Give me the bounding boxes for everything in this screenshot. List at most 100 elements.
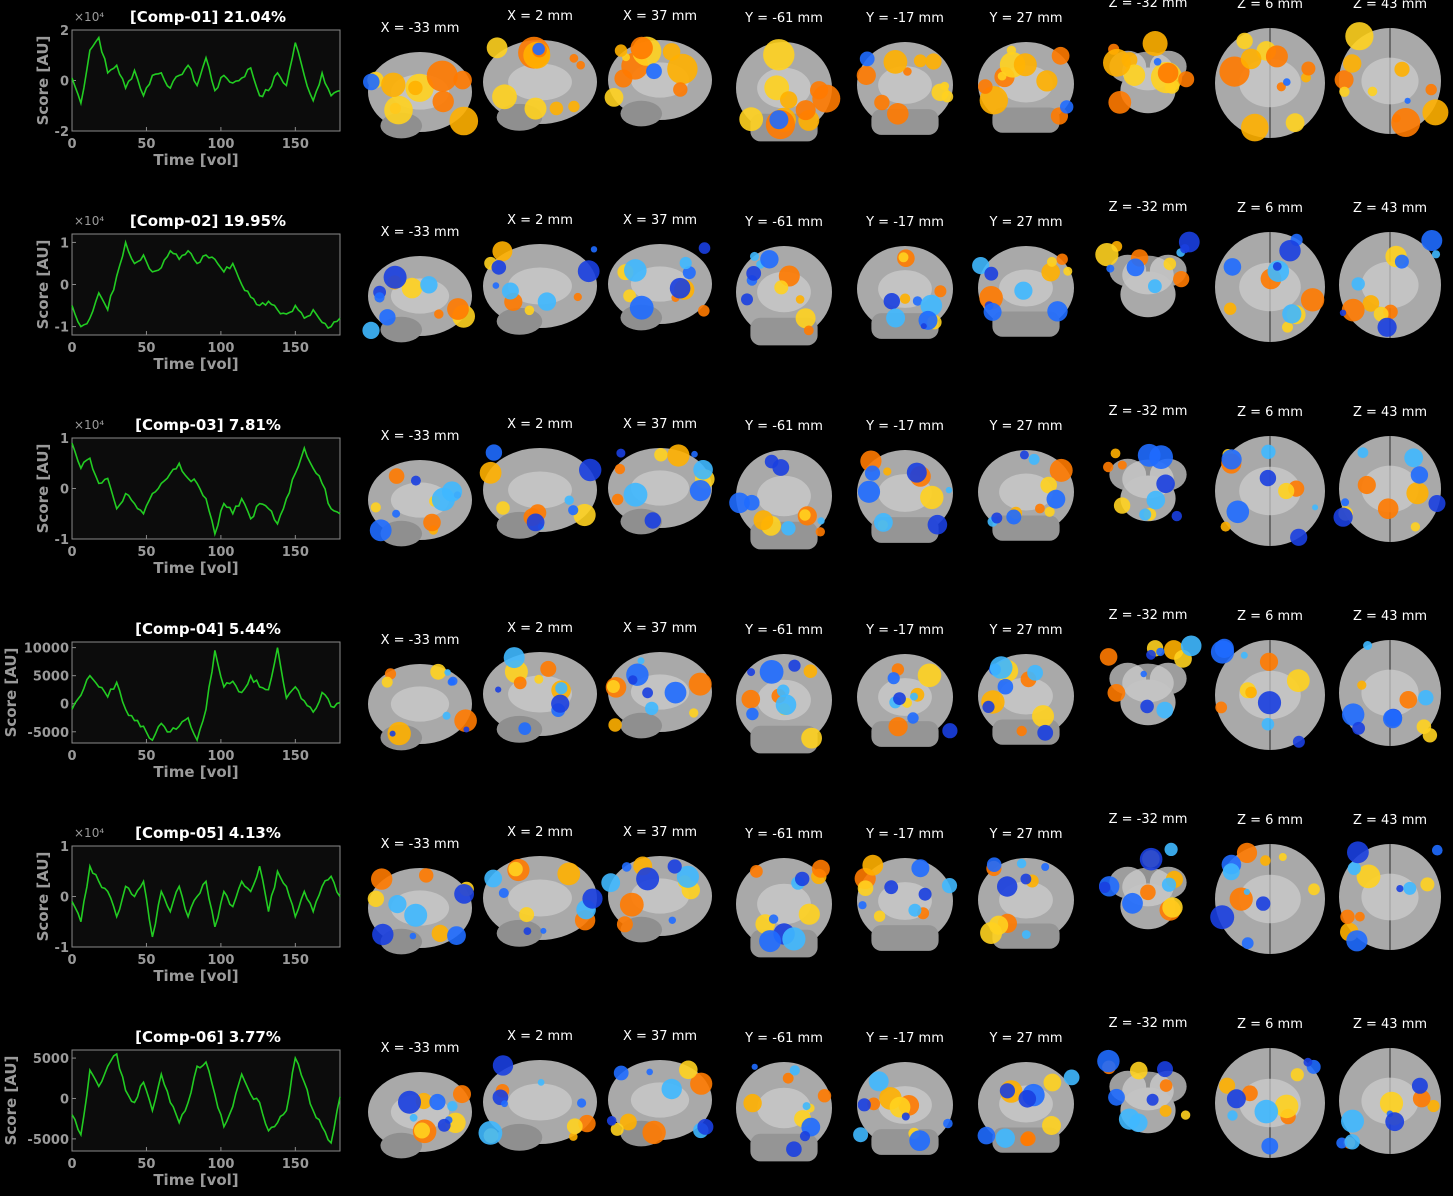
deactivation-blob — [729, 492, 750, 514]
x-tick-label: 100 — [207, 749, 234, 764]
chart-title: [Comp-04] 5.44% — [135, 620, 281, 638]
activation-blob — [540, 660, 557, 677]
deactivation-blob — [374, 292, 385, 303]
activation-blob — [763, 39, 795, 71]
slice-label: Z = 43 mm — [1353, 813, 1427, 828]
deactivation-blob — [389, 730, 396, 737]
activation-blob — [569, 53, 579, 63]
cerebellum — [620, 100, 663, 127]
deactivation-blob — [682, 266, 696, 280]
activation-blob — [1236, 32, 1253, 50]
activation-blob — [1044, 506, 1055, 517]
activation-blob — [1224, 302, 1237, 315]
deactivation-blob — [523, 927, 532, 935]
activation-blob — [447, 298, 469, 320]
deactivation-blob — [883, 293, 900, 310]
deactivation-blob — [601, 873, 621, 893]
deactivation-blob — [1336, 1137, 1348, 1149]
brain-slice — [978, 857, 1074, 949]
deactivation-blob — [1403, 881, 1417, 895]
activation-blob — [453, 1085, 471, 1104]
slice-label: Z = 43 mm — [1353, 1017, 1427, 1032]
deactivation-blob — [989, 656, 1013, 679]
deactivation-blob — [1006, 509, 1022, 525]
deactivation-blob — [995, 1128, 1015, 1148]
deactivation-blob — [1139, 508, 1152, 521]
brain-slice — [606, 1060, 714, 1147]
brain-slice — [1099, 635, 1202, 726]
deactivation-blob — [1157, 1061, 1173, 1078]
brain-slice — [1099, 842, 1187, 930]
slice-label: Y = 27 mm — [988, 11, 1062, 26]
white-matter — [757, 475, 811, 517]
activation-blob — [1373, 306, 1389, 322]
deactivation-blob — [911, 859, 930, 878]
deactivation-blob — [1146, 649, 1156, 660]
y-tick-label: -1 — [55, 321, 69, 336]
white-matter — [1361, 465, 1419, 513]
activation-blob — [1245, 686, 1257, 699]
activation-blob — [611, 493, 624, 506]
slice-label: Y = 27 mm — [988, 623, 1062, 638]
activation-blob — [782, 1072, 794, 1084]
deactivation-blob — [503, 647, 525, 669]
brain-slice — [608, 242, 712, 331]
y-tick-label: 0 — [60, 891, 69, 906]
activation-blob — [1416, 719, 1432, 734]
deactivation-blob — [802, 1102, 811, 1111]
deactivation-blob — [1344, 1134, 1360, 1150]
deactivation-blob — [1180, 244, 1190, 254]
deactivation-blob — [1046, 489, 1066, 509]
activation-blob — [1355, 911, 1365, 922]
activation-blob — [1013, 53, 1037, 77]
deactivation-blob — [1347, 861, 1361, 876]
activation-blob — [1162, 897, 1183, 918]
deactivation-blob — [388, 895, 407, 914]
brain-slice — [608, 444, 715, 535]
activation-blob — [898, 252, 909, 263]
activation-blob — [1259, 652, 1279, 671]
brain-slice — [1215, 436, 1325, 546]
deactivation-blob — [1028, 453, 1040, 465]
deactivation-blob — [1339, 309, 1347, 316]
activation-blob — [1219, 1077, 1236, 1094]
slice-label: X = 37 mm — [623, 825, 697, 840]
x-tick-label: 100 — [207, 953, 234, 968]
deactivation-blob — [751, 1063, 758, 1070]
deactivation-blob — [1041, 863, 1050, 871]
deactivation-blob — [859, 51, 875, 67]
activation-blob — [817, 1089, 832, 1103]
activation-blob — [1392, 114, 1401, 123]
deactivation-blob — [1341, 498, 1350, 507]
series-line — [71, 35, 341, 107]
deactivation-blob — [624, 259, 647, 282]
activation-blob — [673, 82, 688, 97]
deactivation-blob — [920, 323, 927, 330]
white-matter — [508, 1083, 572, 1121]
cerebellum — [496, 1123, 543, 1151]
deactivation-blob — [383, 265, 407, 289]
slice-label: Z = 6 mm — [1237, 813, 1303, 828]
deactivation-blob — [577, 260, 600, 283]
slice-label: Z = 6 mm — [1237, 1017, 1303, 1032]
deactivation-blob — [1333, 507, 1353, 527]
deactivation-blob — [906, 462, 927, 483]
deactivation-blob — [532, 42, 545, 56]
deactivation-blob — [409, 932, 417, 940]
activation-blob — [557, 862, 581, 886]
y-tick-label: -1 — [55, 941, 69, 956]
activation-blob — [862, 854, 884, 876]
deactivation-blob — [747, 668, 756, 677]
deactivation-blob — [1226, 1089, 1246, 1109]
slice-label: Y = -61 mm — [744, 215, 823, 230]
deactivation-blob — [644, 512, 661, 529]
brain-slice — [1339, 841, 1443, 952]
deactivation-blob — [1140, 699, 1154, 714]
white-matter — [508, 63, 572, 101]
deactivation-blob — [910, 692, 918, 701]
brain-slice — [977, 1062, 1080, 1153]
activation-blob — [1410, 522, 1421, 532]
deactivation-blob — [564, 495, 574, 505]
deactivation-blob — [1060, 100, 1074, 114]
